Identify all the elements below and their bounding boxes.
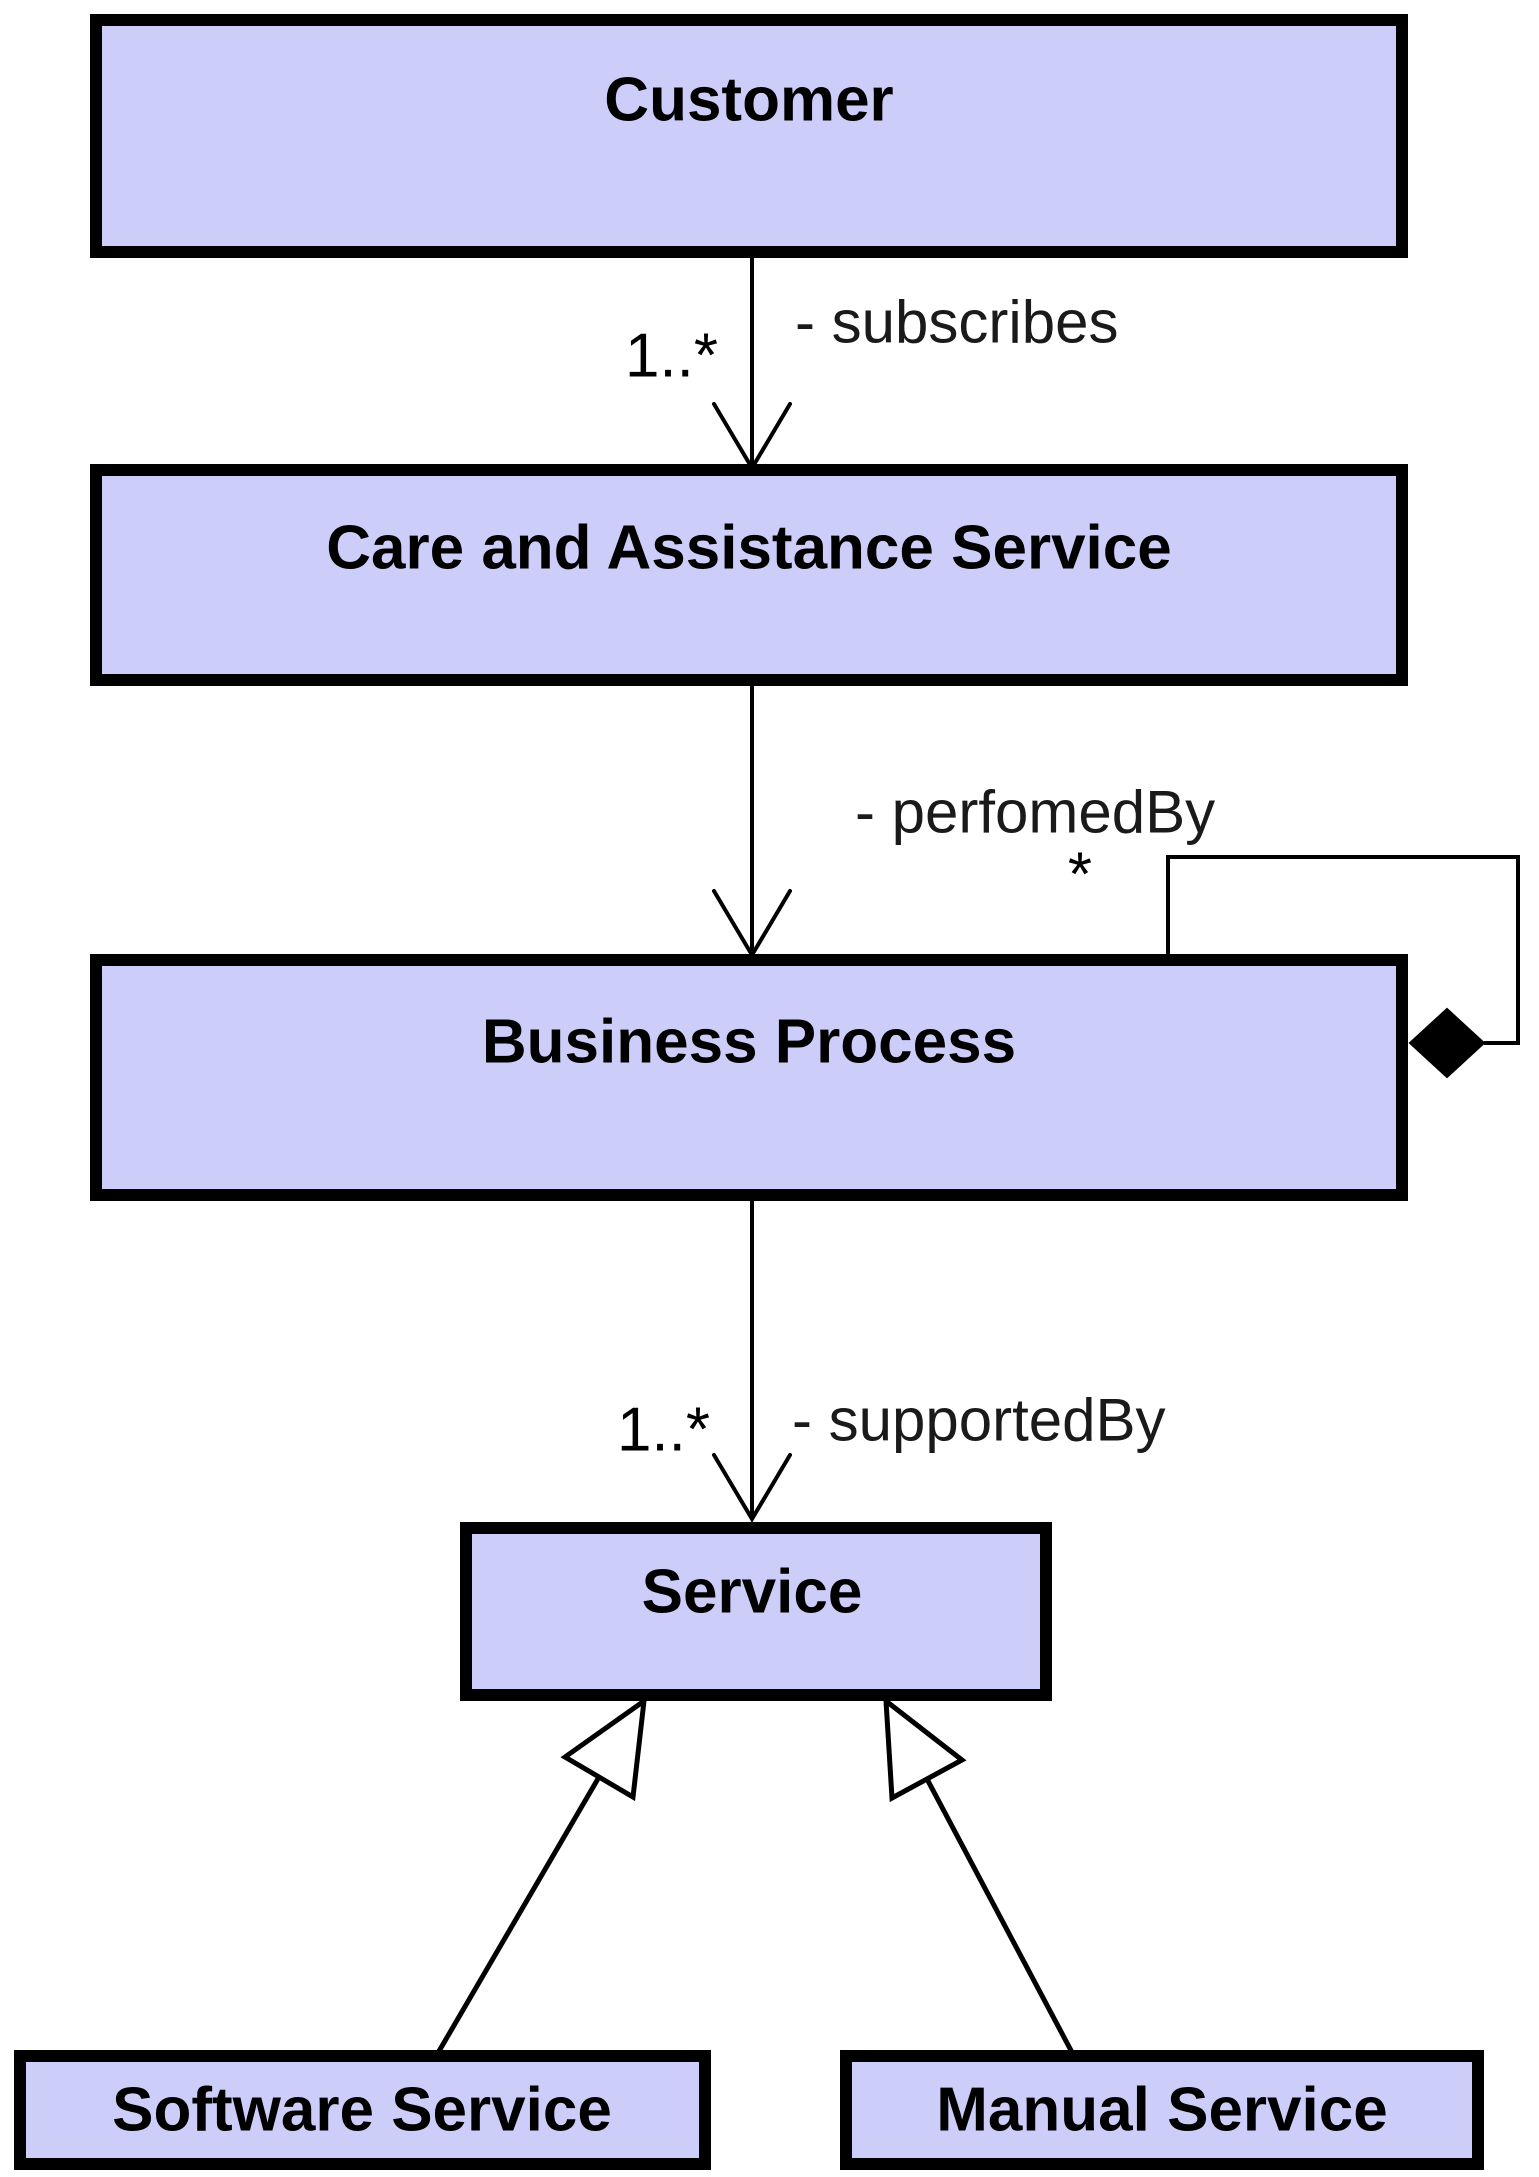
generalization-manual-service bbox=[883, 1695, 1078, 2060]
class-box-customer: Customer bbox=[90, 14, 1408, 258]
generalization-line bbox=[432, 1775, 602, 2060]
association-supportedby: - supportedBy 1..* bbox=[617, 1195, 1166, 1523]
class-name-label: Customer bbox=[604, 66, 893, 135]
generalization-triangle-icon bbox=[883, 1695, 967, 1803]
class-rect bbox=[90, 14, 1408, 258]
composition-line bbox=[1166, 855, 1520, 1045]
class-rect bbox=[460, 1522, 1052, 1701]
class-name-label: Care and Assistance Service bbox=[326, 514, 1172, 583]
association-subscribes: 1..* - subscribes bbox=[625, 253, 1118, 472]
composition-self-loop bbox=[1166, 855, 1520, 1079]
multiplicity-label: 1..* bbox=[625, 322, 718, 391]
class-name-label: Software Service bbox=[112, 2076, 612, 2145]
class-rect bbox=[90, 954, 1408, 1201]
association-perfomedby: - perfomedBy * bbox=[712, 680, 1215, 959]
generalization-line bbox=[924, 1777, 1078, 2060]
class-box-care-and-assistance-service: Care and Assistance Service bbox=[90, 464, 1408, 686]
class-rect bbox=[14, 2050, 711, 2170]
multiplicity-label: 1..* bbox=[617, 1396, 710, 1465]
association-role-label: - perfomedBy bbox=[855, 779, 1215, 846]
class-box-business-process: Business Process bbox=[90, 954, 1408, 1201]
multiplicity-label: * bbox=[1068, 841, 1092, 910]
class-rect bbox=[90, 464, 1408, 686]
association-role-label: - supportedBy bbox=[792, 1387, 1166, 1454]
class-box-software-service: Software Service bbox=[14, 2050, 711, 2170]
class-rect bbox=[840, 2050, 1484, 2170]
generalization-software-service bbox=[432, 1695, 648, 2060]
association-role-label: - subscribes bbox=[795, 289, 1118, 356]
composition-diamond-icon bbox=[1408, 1007, 1486, 1079]
generalization-triangle-icon bbox=[560, 1695, 648, 1802]
class-box-manual-service: Manual Service bbox=[840, 2050, 1484, 2170]
class-name-label: Business Process bbox=[482, 1008, 1016, 1077]
class-name-label: Manual Service bbox=[936, 2076, 1387, 2145]
class-name-label: Service bbox=[642, 1558, 863, 1627]
class-box-service: Service bbox=[460, 1522, 1052, 1701]
open-arrowhead-icon bbox=[712, 1453, 792, 1523]
